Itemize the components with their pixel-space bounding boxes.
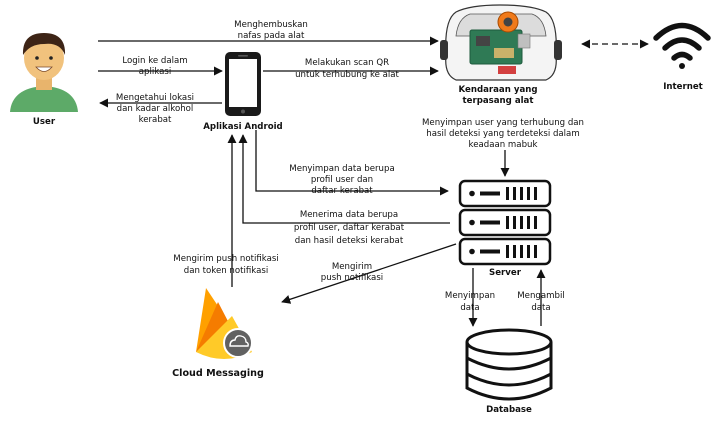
edge-car-server-label-1: Menyimpan user yang terhubung dan [422, 118, 584, 128]
edge-db-get-label-1: Mengambil [517, 291, 564, 301]
edge-car-server-label-3: keadaan mabuk [469, 140, 538, 150]
edge-db-get-label-2: data [531, 303, 550, 313]
edge-scan-label-1: Melakukan scan QR [305, 58, 389, 68]
edge-push-label-1: Mengirim [332, 262, 372, 272]
edge-recv-label-2: profil user, daftar kerabat [294, 223, 405, 233]
smartphone-icon [225, 52, 261, 116]
edge-push-label-2: push notifikasi [321, 273, 383, 283]
firebase-icon [196, 288, 253, 359]
edge-save-label-2: profil user dan [311, 175, 373, 185]
edge-token-label-2: dan token notifikasi [184, 266, 269, 276]
arrow-server-to-fcm [281, 243, 457, 304]
edge-recv-label-1: Menerima data berupa [300, 210, 398, 220]
edge-save-label-3: daftar kerabat [311, 186, 373, 196]
edge-db-save-label-1: Menyimpan [445, 291, 495, 301]
edge-scan-label-2: untuk terhubung ke alat [295, 70, 399, 80]
edge-db-save-label-2: data [460, 303, 479, 313]
fcm-label: Cloud Messaging [172, 368, 264, 379]
android-app-label: Aplikasi Android [203, 122, 282, 132]
internet-label: Internet [663, 82, 703, 92]
edge-info-label-2: dan kadar alkohol [117, 104, 194, 114]
edge-save-label-1: Menyimpan data berupa [289, 164, 394, 174]
car-device-icon [440, 4, 562, 81]
edge-token-label-1: Mengirim push notifikasi [173, 254, 278, 264]
car-label-line1: Kendaraan yang [458, 85, 537, 95]
edge-info-label-1: Mengetahui lokasi [116, 93, 194, 103]
car-label-line2: terpasang alat [463, 96, 534, 106]
edge-recv-label-3: dan hasil deteksi kerabat [295, 236, 404, 246]
database-icon [465, 328, 553, 401]
arrow-app-to-server [255, 130, 449, 196]
user-avatar-icon [10, 33, 78, 112]
edge-info-label-3: kerabat [139, 115, 172, 125]
edge-breath-label-2: nafas pada alat [238, 31, 305, 41]
wifi-icon [653, 22, 711, 69]
server-rack-icon [458, 179, 552, 266]
edge-car-server-label-2: hasil deteksi yang terdeteksi dalam [426, 129, 579, 139]
server-label: Server [489, 268, 522, 278]
edge-breath-label-1: Menghembuskan [234, 20, 308, 30]
edge-login-label-1: Login ke dalam [122, 56, 187, 66]
user-label: User [33, 117, 56, 127]
edge-login-label-2: aplikasi [139, 67, 171, 77]
database-label: Database [486, 405, 532, 415]
arrow-server-to-app [238, 134, 450, 224]
